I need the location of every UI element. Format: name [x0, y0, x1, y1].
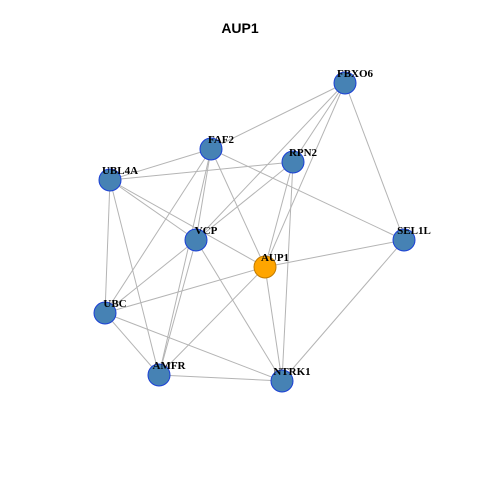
- node-aup1: AUP1: [253, 252, 289, 279]
- edge-fbxo6-rpn2: [292, 82, 346, 163]
- node-circle-rpn2: [281, 150, 305, 174]
- node-label-amfr: AMFR: [153, 360, 187, 372]
- edge-ubc-amfr: [104, 312, 160, 376]
- edge-faf2-ubc: [104, 148, 212, 314]
- node-circle-faf2: [199, 137, 223, 161]
- node-circle-sel1l: [392, 228, 416, 252]
- edge-rpn2-ubl4a: [109, 161, 294, 181]
- node-ubl4a: UBL4A: [98, 165, 138, 192]
- edge-fbxo6-aup1: [264, 82, 346, 268]
- node-vcp: VCP: [184, 225, 218, 252]
- edge-ubl4a-amfr: [109, 179, 160, 376]
- edge-aup1-ubc: [104, 266, 266, 314]
- edge-vcp-ubc: [104, 239, 197, 314]
- edge-vcp-ntrk1: [195, 239, 283, 382]
- node-ubc: UBC: [93, 298, 127, 325]
- edge-rpn2-aup1: [264, 161, 294, 268]
- node-amfr: AMFR: [147, 360, 187, 387]
- edge-faf2-aup1: [210, 148, 266, 268]
- node-circle-vcp: [184, 228, 208, 252]
- edge-faf2-sel1l: [210, 148, 405, 241]
- edge-fbxo6-sel1l: [344, 82, 405, 241]
- edge-faf2-vcp: [195, 148, 212, 241]
- node-circle-ubl4a: [98, 168, 122, 192]
- node-circle-fbxo6: [333, 71, 357, 95]
- edge-ubl4a-aup1: [109, 179, 266, 268]
- edge-rpn2-vcp: [195, 161, 294, 241]
- edge-aup1-ntrk1: [264, 266, 283, 382]
- page-title: AUP1: [221, 20, 259, 36]
- edge-faf2-ubl4a: [109, 148, 212, 181]
- node-label-faf2: FAF2: [208, 134, 235, 146]
- node-label-aup1: AUP1: [261, 252, 289, 264]
- edge-amfr-ntrk1: [158, 374, 283, 382]
- node-circle-ntrk1: [270, 369, 294, 393]
- edge-aup1-amfr: [158, 266, 266, 376]
- edge-layer: [104, 82, 405, 382]
- node-sel1l: SEL1L: [392, 225, 431, 252]
- node-label-ubc: UBC: [103, 298, 126, 310]
- node-circle-amfr: [147, 363, 171, 387]
- edge-vcp-amfr: [158, 239, 197, 376]
- node-rpn2: RPN2: [281, 147, 318, 174]
- node-label-sel1l: SEL1L: [397, 225, 431, 237]
- edge-ubc-ntrk1: [104, 312, 283, 382]
- node-label-ntrk1: NTRK1: [273, 366, 310, 378]
- node-faf2: FAF2: [199, 134, 235, 161]
- edge-rpn2-ntrk1: [281, 161, 294, 382]
- node-ntrk1: NTRK1: [270, 366, 311, 393]
- node-fbxo6: FBXO6: [333, 68, 374, 95]
- node-label-rpn2: RPN2: [289, 147, 318, 159]
- node-label-ubl4a: UBL4A: [102, 165, 138, 177]
- edge-faf2-amfr: [158, 148, 212, 376]
- node-label-vcp: VCP: [195, 225, 218, 237]
- edge-ubl4a-vcp: [109, 179, 197, 241]
- node-circle-aup1: [253, 255, 277, 279]
- node-circle-ubc: [93, 301, 117, 325]
- edge-fbxo6-faf2: [210, 82, 346, 150]
- edge-aup1-sel1l: [264, 239, 405, 268]
- edge-fbxo6-vcp: [195, 82, 346, 241]
- edge-sel1l-ntrk1: [281, 239, 405, 382]
- node-label-fbxo6: FBXO6: [337, 68, 374, 80]
- edge-ubl4a-ubc: [104, 179, 111, 314]
